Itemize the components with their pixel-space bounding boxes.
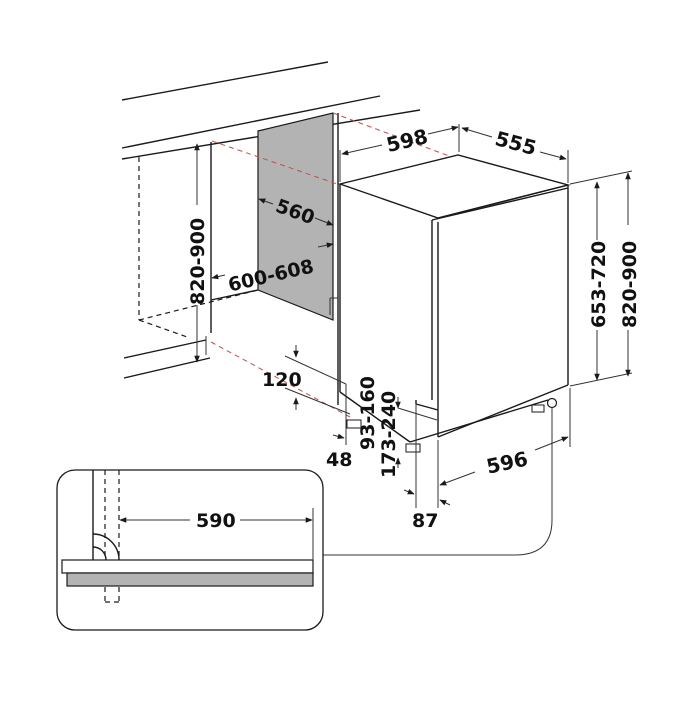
dim-door-side-offset: 87: [412, 510, 438, 532]
dishwasher: [337, 154, 571, 453]
dim-plinth-offset: 48: [326, 449, 352, 471]
detail-inset: [56, 469, 324, 631]
niche-back-panel: [257, 112, 339, 405]
dim-appliance-depth: 555: [493, 126, 540, 160]
dim-door-height: 653-720: [588, 241, 610, 328]
dim-niche-height: 820-900: [187, 218, 209, 305]
dim-appliance-width: 598: [384, 124, 430, 157]
dim-detail-door-clearance: 590: [196, 510, 236, 532]
dim-plinth-height: 120: [262, 369, 302, 391]
dim-door-width: 596: [484, 447, 530, 479]
guide-lines: [210, 112, 461, 418]
dim-total-height: 820-900: [619, 241, 641, 328]
detail-callout-line: [323, 408, 553, 556]
dimension-lines: [194, 124, 633, 508]
dim-foot-range-front: 93-160: [357, 376, 379, 450]
dim-foot-range-rear: 173-240: [378, 391, 400, 478]
